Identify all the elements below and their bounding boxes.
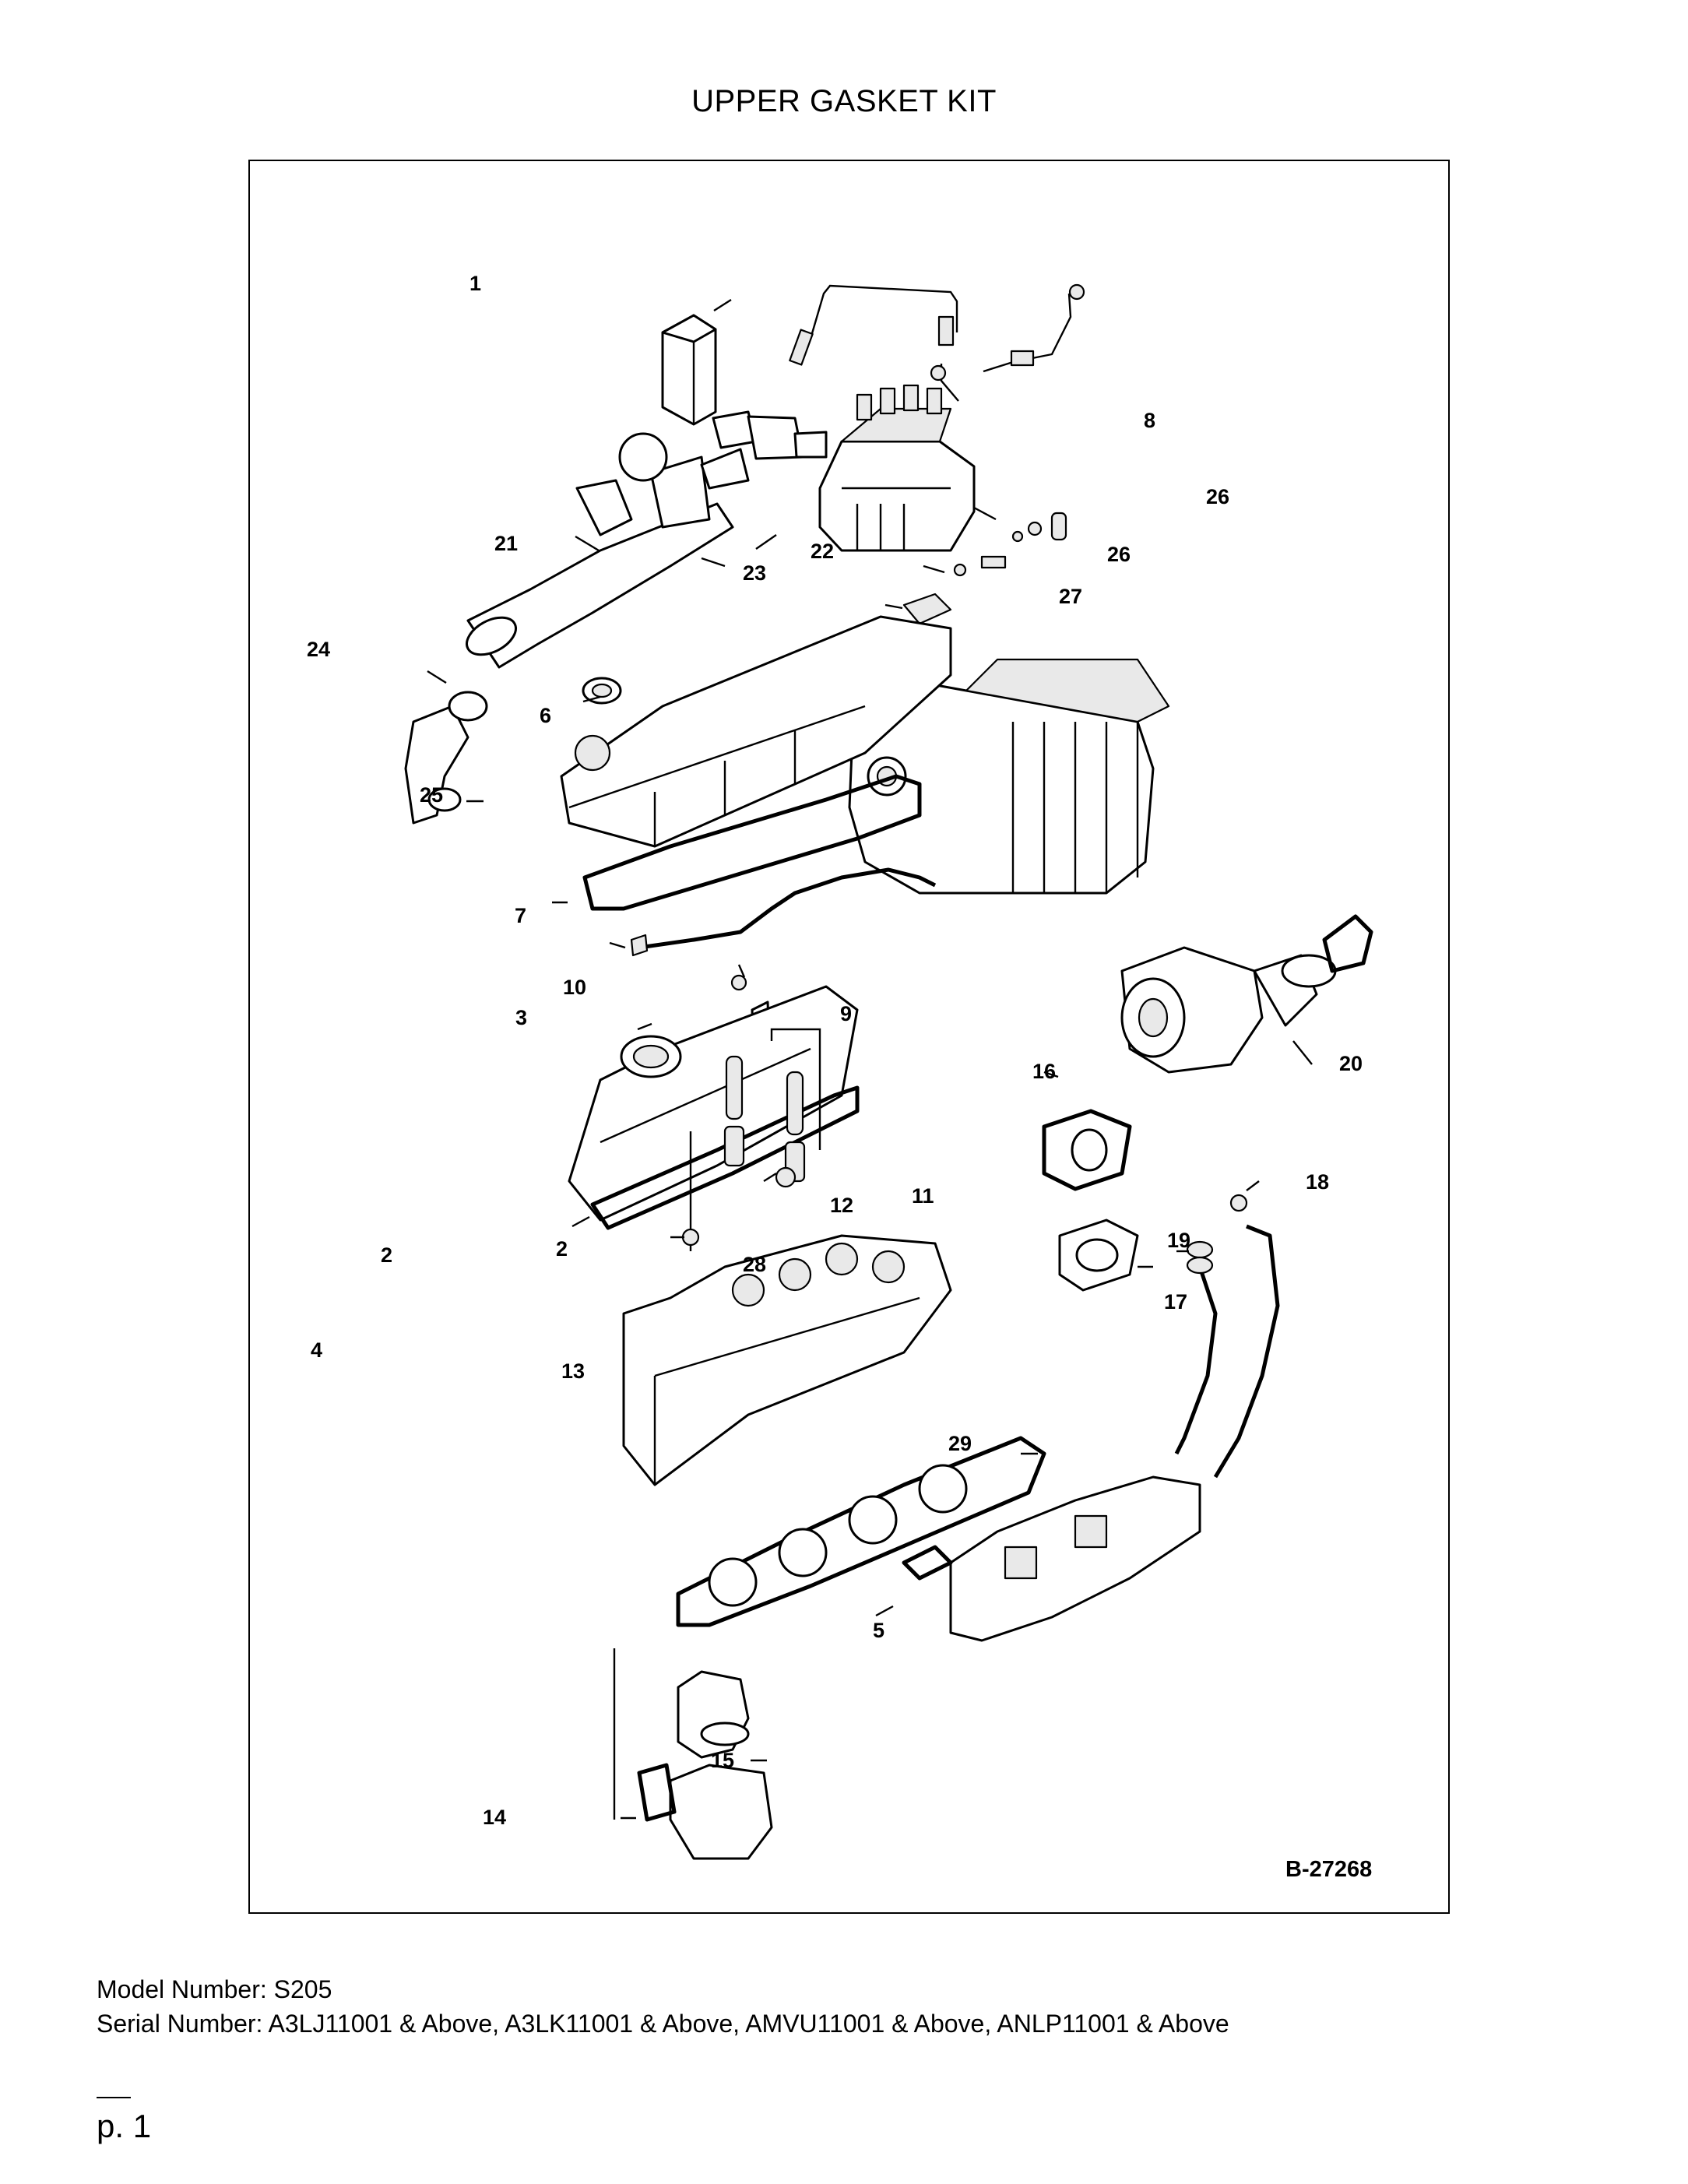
leader-line	[737, 964, 746, 978]
leader-line	[427, 670, 447, 684]
part-kit-box	[661, 314, 717, 426]
part-fuel-lines	[789, 283, 1085, 402]
part-breather-hose	[630, 867, 937, 957]
leader-line	[713, 298, 732, 312]
callout-1: 1	[469, 272, 481, 295]
callout-2a: 2	[556, 1237, 568, 1261]
part-cylinder-head	[622, 1234, 952, 1486]
callout-10: 10	[563, 976, 586, 999]
callout-28: 28	[743, 1253, 766, 1276]
leader-line	[575, 535, 600, 552]
callout-22: 22	[811, 540, 834, 563]
leader-line	[637, 1022, 652, 1031]
callout-11: 11	[912, 1184, 934, 1208]
callout-17: 17	[1164, 1290, 1187, 1314]
callout-19: 19	[1167, 1229, 1190, 1252]
callout-26a: 26	[1206, 485, 1229, 508]
callout-20: 20	[1339, 1052, 1363, 1075]
leader-line	[1292, 1040, 1313, 1065]
callout-14: 14	[483, 1806, 506, 1829]
callout-8: 8	[1144, 409, 1155, 432]
callout-9: 9	[840, 1002, 852, 1025]
leader-line	[609, 941, 626, 949]
part-side-cover	[568, 985, 860, 1230]
part-valve-cover-gasket	[582, 774, 922, 911]
callout-5: 5	[873, 1619, 884, 1642]
leader-line	[923, 564, 945, 574]
callout-12: 12	[830, 1194, 853, 1217]
callout-27: 27	[1059, 585, 1082, 608]
callout-4: 4	[311, 1338, 322, 1362]
callout-13: 13	[561, 1359, 585, 1383]
figure-id: B-27268	[1285, 1857, 1372, 1882]
callout-26b: 26	[1107, 543, 1131, 566]
part-pump-housing	[848, 658, 1170, 895]
callout-24: 24	[307, 638, 330, 661]
parts-diagram-frame: 1 2 2 3 4 5 6 7 8 9 10 11 12 13 14 15 16…	[248, 160, 1450, 1914]
part-thermostat-housing	[613, 1648, 773, 1860]
callout-21: 21	[494, 532, 518, 555]
part-turbocharger	[1120, 914, 1373, 1074]
callout-29: 29	[948, 1432, 972, 1455]
callout-25: 25	[420, 783, 443, 807]
leader-line	[755, 534, 777, 550]
callout-23: 23	[743, 561, 766, 585]
part-governor-bits	[902, 512, 1067, 625]
callout-3: 3	[515, 1006, 527, 1029]
leader-line	[1043, 1071, 1059, 1078]
leader-line	[875, 1605, 894, 1617]
callout-15: 15	[711, 1749, 734, 1772]
callout-18: 18	[1306, 1170, 1329, 1194]
leader-line	[571, 1215, 590, 1228]
part-injection-pump	[818, 384, 976, 552]
leader-line	[884, 603, 903, 610]
part-head-gasket	[676, 1436, 1046, 1627]
leader-line	[701, 557, 726, 568]
page-title: UPPER GASKET KIT	[691, 84, 997, 118]
serial-number: Serial Number: A3LJ11001 & Above, A3LK11…	[97, 2010, 1229, 2038]
leader-line	[763, 1172, 777, 1183]
part-intake-manifold	[466, 410, 828, 669]
leader-line	[1246, 1180, 1260, 1191]
part-valve-cover	[560, 615, 952, 848]
part-exhaust-manifold	[902, 1475, 1201, 1642]
callout-16: 16	[1032, 1060, 1056, 1083]
leader-line	[582, 695, 601, 703]
part-turbo-gaskets	[1042, 1109, 1139, 1292]
leader-line	[973, 506, 997, 521]
part-intake-elbow	[404, 691, 488, 825]
page-number: p. 1	[97, 2108, 152, 2144]
part-valve-springs	[681, 1028, 821, 1251]
model-number: Model Number: S205	[97, 1975, 332, 2003]
exploded-view-diagram: 1 2 2 3 4 5 6 7 8 9 10 11 12 13 14 15 16…	[307, 272, 1373, 1882]
callout-2b: 2	[381, 1243, 392, 1267]
callout-7: 7	[515, 904, 526, 927]
footer-rule	[97, 2097, 131, 2098]
part-oil-lines	[1174, 1194, 1280, 1479]
callout-6: 6	[540, 704, 551, 727]
